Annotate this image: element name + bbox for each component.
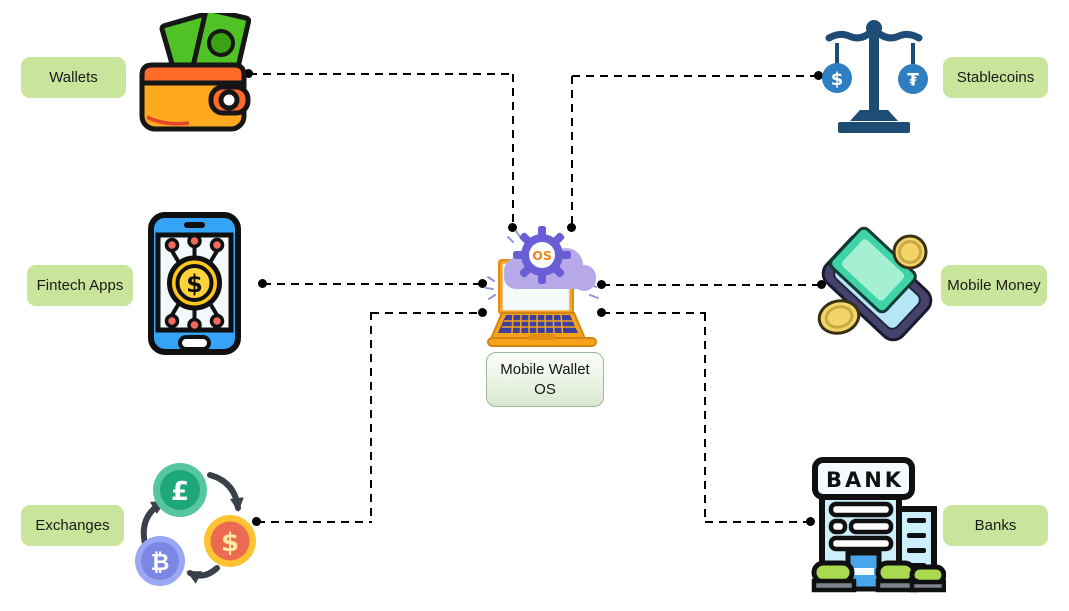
tether-coin	[898, 64, 928, 94]
connector-endpoint-dot	[806, 517, 815, 526]
connector-endpoint-dot	[597, 308, 606, 317]
connector-endpoint-dot	[258, 279, 267, 288]
wallet-cash-icon	[139, 13, 251, 132]
currency-exchange-cycle-icon: £ $ ₿	[135, 463, 256, 586]
node-label-wallets: Wallets	[21, 57, 126, 98]
phone-banknote-coins-icon	[817, 226, 933, 342]
node-label-exchanges: Exchanges	[21, 505, 124, 546]
connector-stablecoins-v	[571, 76, 573, 228]
pound-symbol: £	[171, 477, 189, 507]
gold-coin-bottom	[817, 299, 861, 335]
connector-banks-h1	[602, 312, 706, 314]
node-label-mobile-money: Mobile Money	[941, 265, 1047, 306]
connector-mobilemoney-h	[602, 284, 822, 286]
connector-endpoint-dot	[817, 280, 826, 289]
center-node-label: Mobile Wallet OS	[486, 352, 604, 407]
connector-exchanges-h1	[257, 521, 372, 523]
banknote	[829, 226, 917, 314]
pound-coin: £	[153, 463, 207, 517]
node-label-fintech-apps: Fintech Apps	[27, 265, 133, 306]
dollar-symbol: $	[221, 528, 239, 558]
connector-endpoint-dot	[478, 308, 487, 317]
dollar-coin	[822, 63, 852, 93]
coin-dollar-symbol: $	[186, 270, 203, 298]
bushes	[811, 560, 946, 586]
connector-wallets-v	[512, 74, 514, 228]
bank-sign-text: BANK	[826, 468, 904, 492]
cash-bills	[159, 13, 251, 80]
bank-windows	[828, 501, 894, 552]
center-label-line1: Mobile Wallet	[500, 360, 590, 378]
connector-exchanges-v	[370, 312, 372, 523]
dollar-coin: $	[204, 515, 256, 567]
connector-endpoint-dot	[478, 279, 487, 288]
tether-symbol: ₮	[907, 71, 919, 91]
connector-exchanges-h2	[371, 312, 483, 314]
connector-banks-h2	[705, 521, 812, 523]
phone-network-coin-icon: $	[148, 212, 241, 355]
dollar-symbol: $	[831, 69, 844, 90]
bank-building-icon: BANK	[811, 457, 946, 593]
bitcoin-coin: ₿	[135, 536, 185, 586]
connector-stablecoins-h	[572, 75, 819, 77]
connector-wallets-h	[249, 73, 515, 75]
connector-endpoint-dot	[814, 71, 823, 80]
steps	[811, 578, 946, 593]
node-label-banks: Banks	[943, 505, 1048, 546]
os-gear: OS	[513, 226, 571, 284]
gear-os-text: OS	[532, 248, 552, 263]
keyboard-grid	[502, 314, 577, 334]
network-nodes	[164, 233, 225, 333]
connector-fintech-h	[263, 283, 483, 285]
bitcoin-symbol: ₿	[151, 550, 170, 576]
connector-endpoint-dot	[252, 517, 261, 526]
node-label-stablecoins: Stablecoins	[943, 57, 1048, 98]
connector-endpoint-dot	[597, 280, 606, 289]
connector-endpoint-dot	[508, 223, 517, 232]
gold-coin-top	[892, 234, 928, 270]
connector-banks-v	[704, 313, 706, 523]
balance-scale-coins-icon: $ ₮	[822, 20, 928, 133]
connector-endpoint-dot	[244, 69, 253, 78]
connector-endpoint-dot	[567, 223, 576, 232]
center-label-line2: OS	[534, 380, 556, 398]
laptop-cloud-gear-icon: OS	[485, 226, 599, 347]
